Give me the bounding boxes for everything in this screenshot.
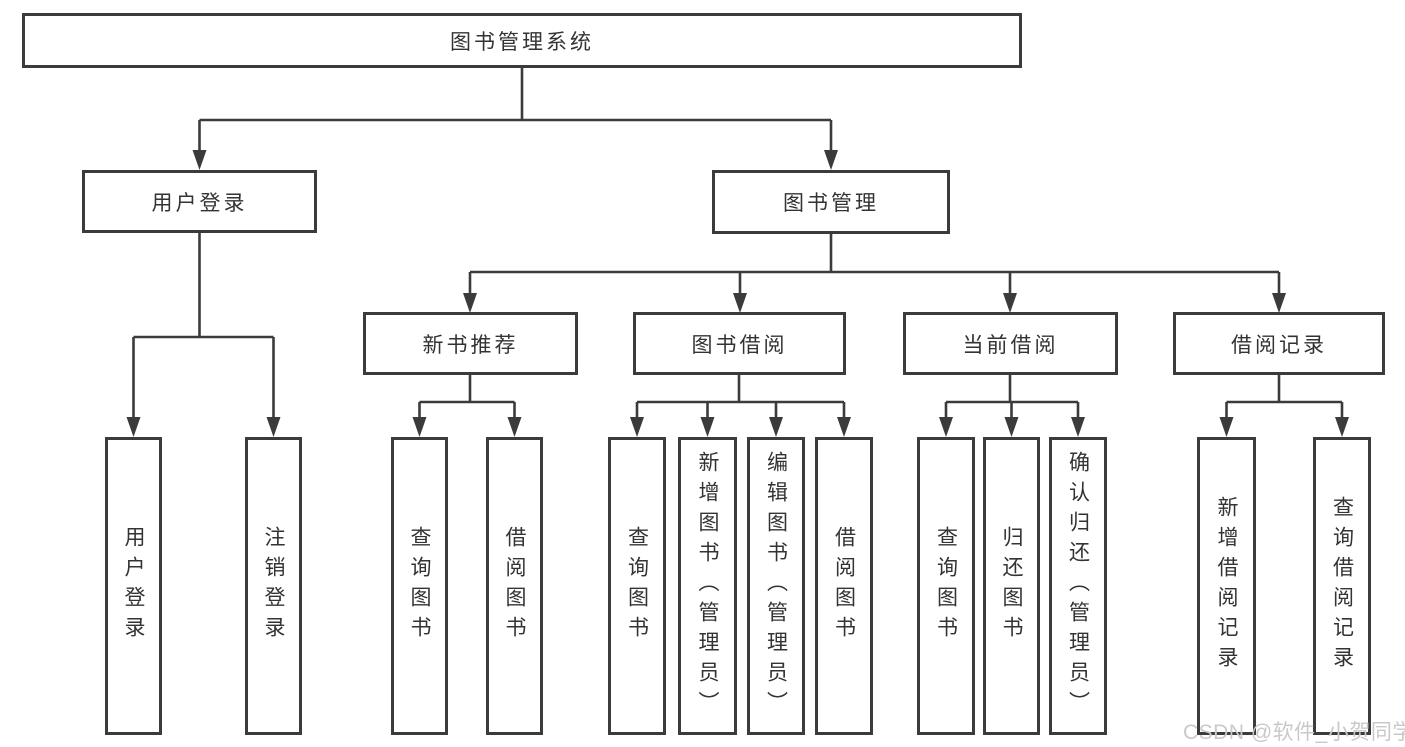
node-leaf-logout: 注销登录 [245,437,302,735]
leaf-label: 确认归还（管理员） [1066,451,1090,721]
leaf-label: 借阅图书 [832,526,856,646]
node-leaf-add-borrow-record: 新增借阅记录 [1197,437,1256,735]
node-user-login: 用户登录 [82,170,317,233]
csdn-watermark: CSDN @软件_小贺同学 [1183,721,1405,744]
node-leaf-edit-books-admin: 编辑图书（管理员） [747,437,805,735]
node-book-borrowing: 图书借阅 [633,312,846,375]
leaf-label: 用户登录 [122,526,145,646]
node-leaf-confirm-return-admin: 确认归还（管理员） [1049,437,1107,735]
node-new-book-recommendation: 新书推荐 [363,312,578,375]
node-book-borrowing-label: 图书借阅 [691,333,788,357]
leaf-label: 新增图书（管理员） [696,451,719,721]
node-leaf-borrow-books-recommend: 借阅图书 [486,437,543,735]
leaf-label: 编辑图书（管理员） [764,451,788,721]
node-root: 图书管理系统 [22,13,1022,68]
leaf-label: 借阅图书 [503,526,526,646]
leaf-label: 查询图书 [625,526,649,646]
node-leaf-query-borrow-record: 查询借阅记录 [1313,437,1371,735]
node-leaf-query-books-recommend: 查询图书 [391,437,448,735]
node-root-label: 图书管理系统 [450,30,594,54]
node-leaf-query-books-current: 查询图书 [917,437,975,735]
node-leaf-user-login: 用户登录 [105,437,162,735]
leaf-label: 新增借阅记录 [1215,496,1238,676]
leaf-label: 查询图书 [934,526,958,646]
node-leaf-return-books: 归还图书 [983,437,1040,735]
node-book-management-label: 图书管理 [783,192,879,215]
node-borrowing-records-label: 借阅记录 [1231,333,1327,357]
leaf-label: 归还图书 [1000,526,1023,646]
node-user-login-label: 用户登录 [151,191,248,215]
node-leaf-add-books-admin: 新增图书（管理员） [678,437,737,735]
node-leaf-borrow-books-borrowing: 借阅图书 [815,437,873,735]
leaf-label: 注销登录 [262,526,285,646]
node-book-management: 图书管理 [712,170,950,234]
leaf-label: 查询借阅记录 [1330,496,1354,676]
node-leaf-query-books-borrowing: 查询图书 [608,437,666,735]
node-borrowing-records: 借阅记录 [1173,312,1385,375]
leaf-label: 查询图书 [408,526,431,646]
node-new-book-recommendation-label: 新书推荐 [422,333,519,357]
node-current-borrowing: 当前借阅 [903,312,1118,375]
node-current-borrowing-label: 当前借阅 [962,333,1059,357]
